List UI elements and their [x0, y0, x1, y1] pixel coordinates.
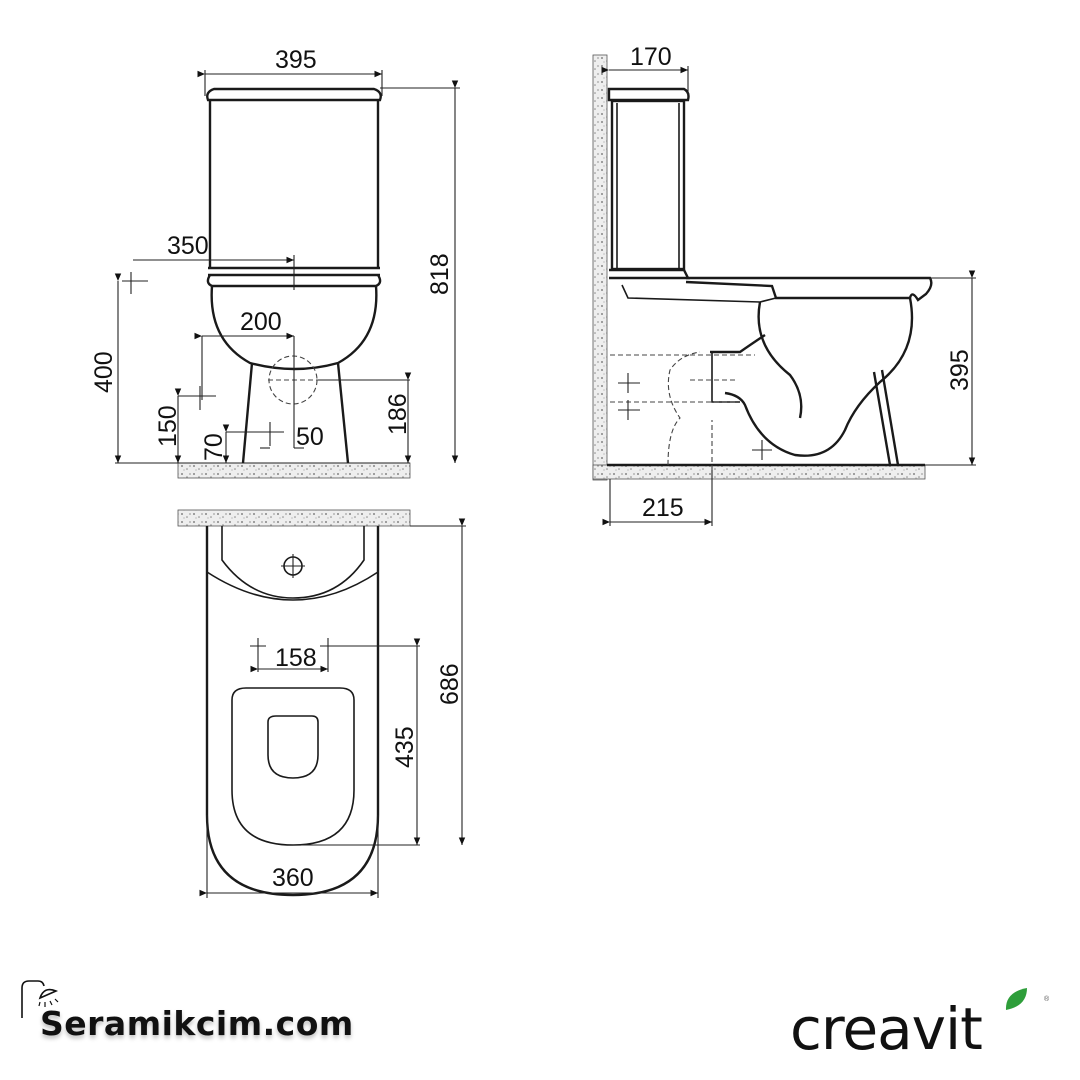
dim-fixing-70: 70: [200, 433, 228, 461]
dim-outlet-wall: 215: [642, 494, 684, 522]
dim-total-height: 818: [426, 253, 454, 295]
side-view: 170 395 215: [592, 43, 976, 526]
dim-inlet-offset: 350: [167, 232, 209, 260]
wall: [592, 54, 608, 481]
creavit-logo: creavit: [790, 995, 983, 1063]
dim-total-depth: 686: [436, 663, 464, 705]
registered-mark: ®: [1044, 996, 1050, 1003]
dim-inlet-height: 400: [90, 351, 118, 393]
dim-fixing-150: 150: [154, 405, 182, 447]
top-view: 158 435 686 360: [177, 509, 466, 898]
shower-icon: [21, 980, 59, 1018]
leaf-icon: [1005, 988, 1027, 1010]
dim-fixing-spacing: 158: [275, 644, 317, 672]
front-view: 395 818 350 400 200 186 150 70: [90, 46, 460, 479]
dim-fixing-50: 50: [296, 423, 324, 451]
dim-outlet-height: 186: [384, 393, 412, 435]
dim-width: 360: [272, 864, 314, 892]
dim-bowl-height: 395: [946, 349, 974, 391]
wall-top: [177, 509, 411, 527]
floor-front: [177, 462, 411, 479]
dim-outlet-offset: 200: [240, 308, 282, 336]
floor-side: [592, 464, 926, 480]
dim-holes-front: 435: [391, 726, 419, 768]
seramikcim-logo: Seramikcim.com: [40, 1004, 354, 1043]
dim-tank-depth: 170: [630, 43, 672, 71]
dim-tank-width: 395: [275, 46, 317, 74]
